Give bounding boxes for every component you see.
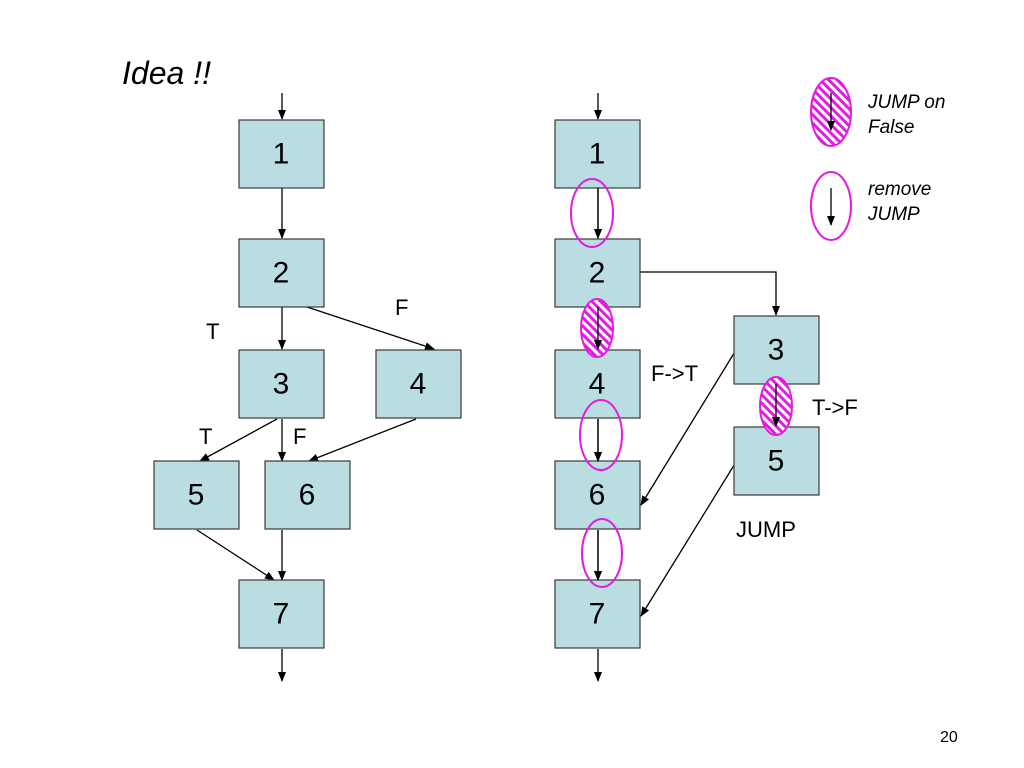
right-node-5-label: 5: [768, 445, 785, 478]
legend-remove-jump-line1: remove: [868, 179, 931, 200]
legend-remove-jump-line2: JUMP: [867, 204, 920, 225]
right-node-7-label: 7: [589, 598, 606, 631]
right-node-3-label: 3: [768, 334, 785, 367]
left-node-4: 4: [375, 349, 462, 419]
remove-jump-marker-1-2: [570, 178, 614, 248]
legend-ring-ellipse-icon: [810, 171, 852, 241]
slide-title: Idea !!: [122, 55, 211, 91]
left-node-6: 6: [264, 460, 351, 530]
right-node-2: 2: [554, 238, 641, 308]
left-node-2: 2: [238, 238, 325, 308]
right-node-6-label: 6: [589, 479, 606, 512]
right-node-3: 3: [733, 315, 820, 385]
edge-label-2-3-true: T: [206, 319, 219, 344]
left-node-7-label: 7: [273, 598, 290, 631]
edge-label-3-6-false: F: [293, 424, 306, 449]
left-node-6-label: 6: [299, 479, 316, 512]
edge-2-to-4: [306, 306, 435, 350]
edge-5-to-7: [196, 529, 275, 581]
left-node-3-label: 3: [273, 368, 290, 401]
right-node-4-label: 4: [589, 368, 606, 401]
left-node-5-label: 5: [188, 479, 205, 512]
jump-on-false-marker-3-5: [759, 376, 793, 436]
jump-on-false-marker-2-4: [580, 298, 614, 358]
right-node-1-label: 1: [589, 138, 606, 171]
remove-jump-marker-4-6: [579, 399, 623, 471]
right-node-1: 1: [554, 119, 641, 189]
edge-label-3-5-true: T: [199, 424, 212, 449]
right-node-6: 6: [554, 460, 641, 530]
right-node-7: 7: [554, 579, 641, 649]
right-node-2-label: 2: [589, 257, 606, 290]
edge-label-2-4-false: F: [395, 295, 408, 320]
edge-3-to-5: [199, 418, 278, 462]
remove-jump-marker-6-7: [581, 518, 623, 588]
annotation-t-to-f: T->F: [812, 395, 858, 420]
left-node-1-label: 1: [273, 138, 290, 171]
edge-r-2-to-3: [640, 271, 780, 316]
left-node-5: 5: [153, 460, 240, 530]
edge-4-to-6: [308, 418, 417, 462]
left-node-1: 1: [238, 119, 325, 189]
left-node-3: 3: [238, 349, 325, 419]
left-node-2-label: 2: [273, 257, 290, 290]
edge-r-3-to-6: [640, 349, 737, 506]
legend-jump-on-false-line1: JUMP on: [867, 92, 945, 113]
legend-jump-on-false-line2: False: [868, 117, 914, 138]
annotation-jump: JUMP: [736, 517, 796, 542]
page-number: 20: [940, 729, 958, 746]
annotation-f-to-t: F->T: [651, 361, 698, 386]
right-node-4: 4: [554, 349, 641, 419]
left-node-7: 7: [238, 579, 325, 649]
left-node-4-label: 4: [410, 368, 427, 401]
right-node-5: 5: [733, 426, 820, 496]
edge-r-5-to-7: [640, 461, 737, 617]
legend-jump-on-false: JUMP on False: [810, 77, 945, 147]
legend-remove-jump: remove JUMP: [810, 171, 931, 241]
